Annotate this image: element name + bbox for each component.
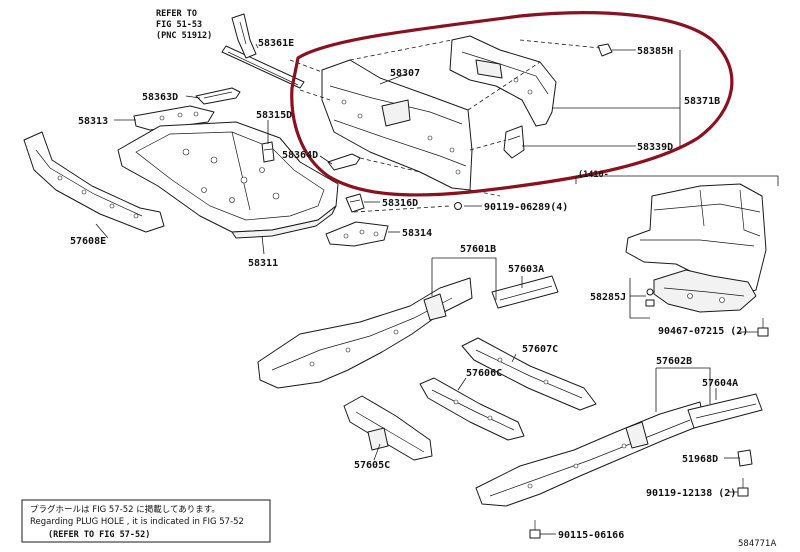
label-57606C[interactable]: 57606C <box>466 368 502 379</box>
bracket-1410-label: (1410- <box>578 170 609 180</box>
assembly-dashes-upper <box>289 39 601 213</box>
label-58313[interactable]: 58313 <box>78 116 108 127</box>
label-58314[interactable]: 58314 <box>402 228 432 239</box>
label-58307[interactable]: 58307 <box>390 68 420 79</box>
part-top-bracket[interactable] <box>231 13 257 59</box>
bracket-1410 <box>575 175 779 186</box>
label-58364D[interactable]: 58364D <box>282 150 318 161</box>
part-58361E-strip[interactable] <box>221 45 305 89</box>
label-58339D[interactable]: 58339D <box>637 142 673 153</box>
label-58315D[interactable]: 58315D <box>256 110 292 121</box>
part-57605C[interactable] <box>343 395 433 461</box>
ref-line-1: REFER TO <box>156 9 197 19</box>
part-58371B-side-panel[interactable] <box>449 35 557 127</box>
bolt-90119-12138[interactable] <box>737 478 749 497</box>
part-58285J-bracket[interactable] <box>653 269 757 313</box>
ref-line-3: (PNC 51912) <box>156 31 212 41</box>
bolt-90119-06289[interactable] <box>454 202 462 210</box>
part-58364D[interactable] <box>327 153 361 171</box>
part-58315D[interactable] <box>261 141 275 163</box>
label-90119-12138[interactable]: 90119-12138 (2) <box>646 488 736 499</box>
label-58285J[interactable]: 58285J <box>590 292 626 303</box>
part-58385H-clip[interactable] <box>597 43 613 57</box>
label-58361E[interactable]: 58361E <box>258 38 294 49</box>
part-57607C[interactable] <box>461 337 597 411</box>
part-58363D[interactable] <box>195 87 241 105</box>
label-51968D[interactable]: 51968D <box>682 454 718 465</box>
note-line-3[interactable]: (REFER TO FIG 57-52) <box>48 530 150 540</box>
label-57605C[interactable]: 57605C <box>354 460 390 471</box>
label-58311[interactable]: 58311 <box>248 258 278 269</box>
label-90467-07215[interactable]: 90467-07215 (2) <box>658 326 748 337</box>
part-58339D[interactable] <box>503 125 525 159</box>
ref-line-2: FIG 51-53 <box>156 20 202 30</box>
part-51968D[interactable] <box>737 449 753 467</box>
highlight-outline <box>290 11 734 197</box>
leader-lines <box>95 43 758 535</box>
label-57601B[interactable]: 57601B <box>460 244 496 255</box>
note-line-2: Regarding PLUG HOLE , it is indicated in… <box>30 517 244 527</box>
part-57604A[interactable] <box>687 393 763 429</box>
label-57602B[interactable]: 57602B <box>656 356 692 367</box>
part-58307-back-panel[interactable] <box>321 59 473 191</box>
bolt-90467[interactable] <box>757 318 769 337</box>
label-57608E[interactable]: 57608E <box>70 236 106 247</box>
label-57604A[interactable]: 57604A <box>702 378 738 389</box>
part-58314[interactable] <box>325 221 389 247</box>
part-57601B-side-member[interactable] <box>257 277 473 389</box>
note-box: プラグホールは FIG 57-52 に掲載してあります。 Regarding P… <box>21 499 271 543</box>
part-58313[interactable] <box>133 105 215 131</box>
bolt-58285J[interactable] <box>645 288 655 307</box>
part-57608E-crossmember[interactable] <box>23 131 165 233</box>
part-58311-floor-pan[interactable] <box>117 121 339 239</box>
part-57602B-side-member[interactable] <box>475 401 705 507</box>
part-57606C[interactable] <box>419 377 525 441</box>
figure-id: 584771A <box>738 539 776 549</box>
label-58371B[interactable]: 58371B <box>684 96 720 107</box>
note-line-1: プラグホールは FIG 57-52 に掲載してあります。 <box>30 504 220 515</box>
label-57603A[interactable]: 57603A <box>508 264 544 275</box>
part-57603A[interactable] <box>491 275 559 309</box>
part-58316D[interactable] <box>345 193 365 213</box>
label-57607C[interactable]: 57607C <box>522 344 558 355</box>
label-58363D[interactable]: 58363D <box>142 92 178 103</box>
bolt-90115[interactable] <box>529 520 541 539</box>
label-90115-06166[interactable]: 90115-06166 <box>558 530 624 541</box>
label-90119-06289[interactable]: 90119-06289(4) <box>484 202 568 213</box>
label-58385H[interactable]: 58385H <box>637 46 673 57</box>
label-58316D[interactable]: 58316D <box>382 198 418 209</box>
